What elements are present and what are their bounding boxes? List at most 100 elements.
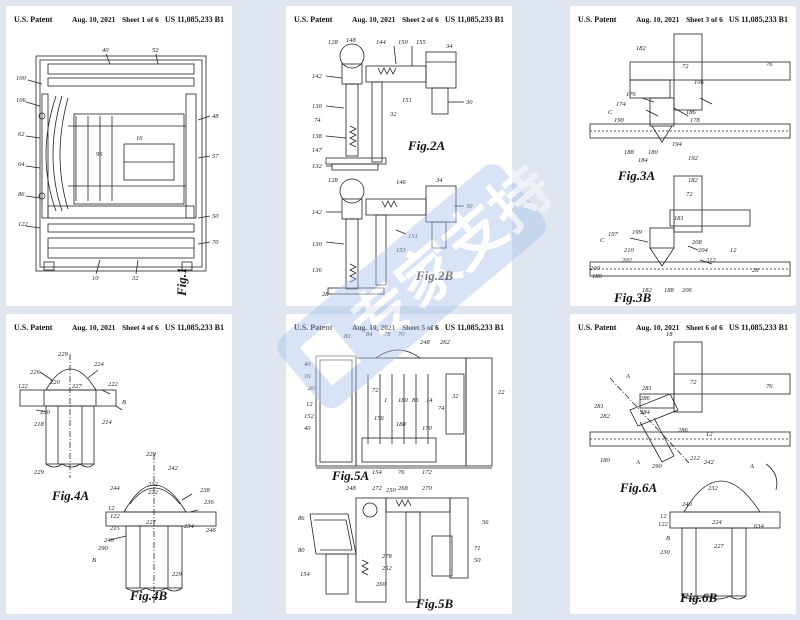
patent-sheet-3: U.S. Patent Aug. 10, 2021 Sheet 3 of 6 U… xyxy=(570,6,796,306)
svg-text:286: 286 xyxy=(678,427,689,434)
patent-sheet-2: U.S. Patent Aug. 10, 2021 Sheet 2 of 6 U… xyxy=(286,6,512,306)
svg-text:180: 180 xyxy=(600,457,611,464)
svg-text:16: 16 xyxy=(304,373,311,380)
svg-text:76: 76 xyxy=(398,469,405,476)
sheet-number: Sheet 2 of 6 xyxy=(402,15,439,24)
svg-text:180: 180 xyxy=(592,273,603,280)
svg-text:76: 76 xyxy=(766,61,773,68)
svg-text:246: 246 xyxy=(206,527,217,534)
svg-text:153: 153 xyxy=(396,247,407,254)
svg-text:188: 188 xyxy=(664,287,675,294)
svg-text:56: 56 xyxy=(482,519,489,526)
sheet-header: U.S. Patent Aug. 10, 2021 Sheet 6 of 6 U… xyxy=(570,314,796,336)
svg-text:186: 186 xyxy=(686,109,697,116)
svg-text:155: 155 xyxy=(416,39,427,46)
svg-text:180: 180 xyxy=(648,149,659,156)
svg-text:83: 83 xyxy=(344,333,351,340)
svg-text:282: 282 xyxy=(600,413,611,420)
svg-text:128: 128 xyxy=(328,39,339,46)
svg-text:174: 174 xyxy=(616,101,627,108)
patent-sheet-5: U.S. Patent Aug. 10, 2021 Sheet 5 of 6 U… xyxy=(286,314,512,614)
svg-text:12: 12 xyxy=(306,401,313,408)
svg-text:148: 148 xyxy=(346,37,357,44)
patent-number: US 11,085,233 B1 xyxy=(728,15,788,24)
svg-text:71: 71 xyxy=(474,545,481,552)
figure-label: Fig.6A xyxy=(620,480,658,495)
patent-number: US 11,085,233 B1 xyxy=(164,15,224,24)
patent-number: US 11,085,233 B1 xyxy=(444,323,504,332)
figure-label: Fig.6B xyxy=(680,590,718,605)
svg-text:260: 260 xyxy=(376,581,387,588)
figure-label: Fig.2A xyxy=(408,138,446,153)
svg-text:130: 130 xyxy=(312,241,323,248)
svg-text:172: 172 xyxy=(422,469,433,476)
svg-text:229: 229 xyxy=(146,451,157,458)
svg-text:224: 224 xyxy=(94,361,105,368)
svg-text:240: 240 xyxy=(682,501,693,508)
svg-text:B: B xyxy=(92,557,96,564)
svg-text:16: 16 xyxy=(136,135,143,142)
svg-text:190: 190 xyxy=(614,117,625,124)
svg-text:206: 206 xyxy=(682,287,693,294)
svg-text:182: 182 xyxy=(642,287,653,294)
svg-text:152: 152 xyxy=(304,413,315,420)
svg-text:184: 184 xyxy=(638,157,649,164)
svg-text:182: 182 xyxy=(636,45,647,52)
svg-text:199: 199 xyxy=(632,229,643,236)
svg-text:180: 180 xyxy=(398,397,409,404)
patent-sheet-4: U.S. Patent Aug. 10, 2021 Sheet 4 of 6 U… xyxy=(6,314,232,614)
svg-text:250: 250 xyxy=(386,487,397,494)
svg-text:30: 30 xyxy=(465,99,473,106)
sheet-number: Sheet 3 of 6 xyxy=(686,15,723,24)
svg-text:200: 200 xyxy=(590,265,601,272)
svg-text:122: 122 xyxy=(110,513,121,520)
patent-date: Aug. 10, 2021 xyxy=(72,15,116,24)
sheet-header: U.S. Patent Aug. 10, 2021 Sheet 4 of 6 U… xyxy=(6,314,232,336)
svg-text:212: 212 xyxy=(706,257,717,264)
svg-text:138: 138 xyxy=(312,133,323,140)
svg-text:B: B xyxy=(666,535,670,542)
svg-text:106: 106 xyxy=(16,97,27,104)
svg-text:14: 14 xyxy=(426,397,433,404)
svg-text:50: 50 xyxy=(474,557,481,564)
svg-text:272: 272 xyxy=(372,485,383,492)
svg-text:242: 242 xyxy=(704,459,715,466)
svg-text:214: 214 xyxy=(102,419,113,426)
svg-text:96: 96 xyxy=(96,151,103,158)
svg-text:222: 222 xyxy=(148,489,159,496)
svg-text:72: 72 xyxy=(686,191,693,198)
svg-text:22: 22 xyxy=(498,389,505,396)
svg-text:156: 156 xyxy=(374,415,385,422)
svg-text:188: 188 xyxy=(396,421,407,428)
svg-text:154: 154 xyxy=(300,571,311,578)
svg-text:18: 18 xyxy=(666,331,673,338)
svg-text:78: 78 xyxy=(384,331,391,338)
patent-number: US 11,085,233 B1 xyxy=(164,323,224,332)
sheet-number: Sheet 4 of 6 xyxy=(122,323,159,332)
svg-text:28: 28 xyxy=(752,267,759,274)
svg-text:84: 84 xyxy=(366,331,373,338)
svg-text:248: 248 xyxy=(420,339,431,346)
sheet-header: U.S. Patent Aug. 10, 2021 Sheet 5 of 6 U… xyxy=(286,314,512,336)
patent-label: U.S. Patent xyxy=(14,323,53,332)
svg-text:202: 202 xyxy=(622,257,633,264)
svg-text:230: 230 xyxy=(40,409,51,416)
svg-text:128: 128 xyxy=(328,177,339,184)
svg-text:130: 130 xyxy=(312,103,323,110)
sheet-header: U.S. Patent Aug. 10, 2021 Sheet 2 of 6 U… xyxy=(286,6,512,28)
svg-text:197: 197 xyxy=(608,231,619,238)
svg-text:12: 12 xyxy=(706,431,713,438)
svg-text:176: 176 xyxy=(626,91,637,98)
svg-text:32: 32 xyxy=(451,393,459,400)
sheet-number: Sheet 6 of 6 xyxy=(686,323,723,332)
svg-text:86: 86 xyxy=(412,397,419,404)
svg-text:229: 229 xyxy=(34,469,45,476)
svg-text:132: 132 xyxy=(312,163,323,170)
svg-text:238: 238 xyxy=(200,487,211,494)
svg-text:290: 290 xyxy=(652,463,663,470)
svg-text:232: 232 xyxy=(708,485,719,492)
svg-text:72: 72 xyxy=(372,387,379,394)
svg-text:290: 290 xyxy=(98,545,109,552)
patent-number: US 11,085,233 B1 xyxy=(444,15,504,24)
